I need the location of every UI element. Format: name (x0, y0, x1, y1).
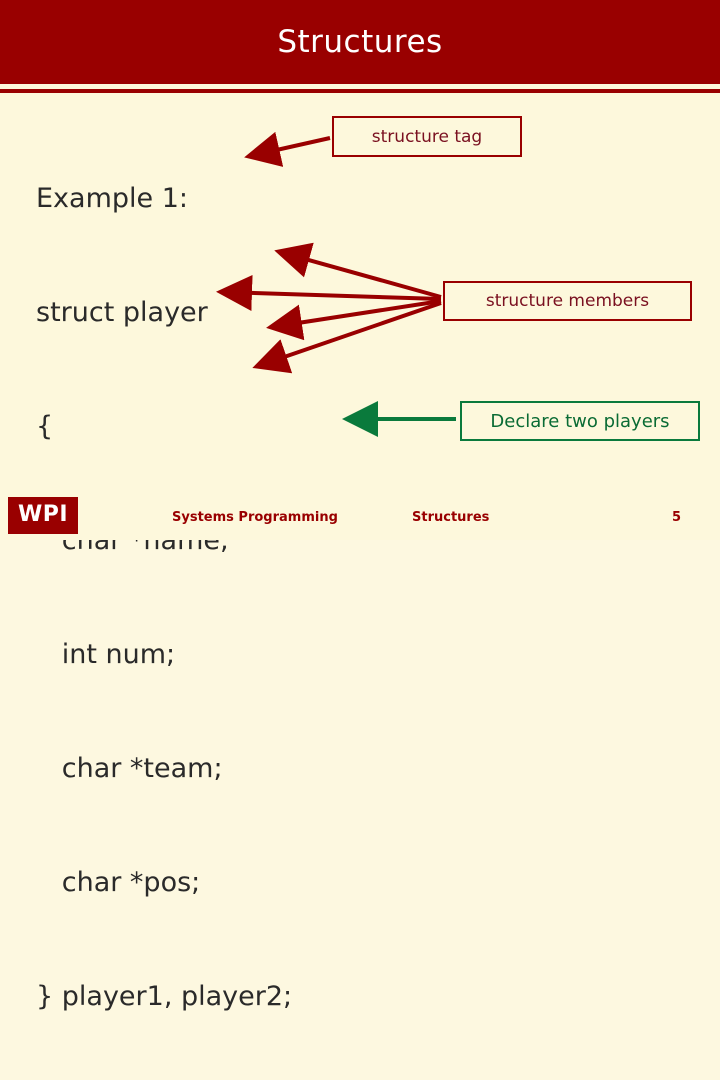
wpi-logo-underline (8, 531, 78, 534)
callout-structure-tag: structure tag (332, 116, 522, 157)
code-line-0: Example 1: (36, 183, 188, 214)
code-line-4: int num; (36, 639, 176, 670)
wpi-logo: WPI (8, 497, 78, 531)
footer-band (0, 487, 720, 540)
code-line-5: char *team; (36, 753, 223, 784)
code-line-7: } player1, player2; (36, 981, 293, 1012)
code-line-6: char *pos; (36, 867, 201, 898)
header-divider-lower (0, 89, 720, 93)
header-divider (0, 84, 720, 89)
code-line-2: { (36, 411, 54, 442)
arrow-member-name (274, 242, 442, 299)
callout-structure-members: structure members (443, 281, 692, 321)
callout-declare-two-players: Declare two players (460, 401, 700, 441)
arrow-member-team (266, 299, 442, 341)
footer-section: Structures (412, 510, 490, 525)
header-band (0, 0, 720, 84)
footer-page-number: 5 (672, 510, 682, 525)
page-title: Structures (277, 24, 443, 60)
code-block: Example 1: struct player { char *name; i… (36, 104, 292, 1080)
slide: Structures Example 1: struct player { ch… (0, 0, 720, 1012)
footer-course: Systems Programming (172, 510, 338, 525)
code-line-1: struct player (36, 297, 208, 328)
